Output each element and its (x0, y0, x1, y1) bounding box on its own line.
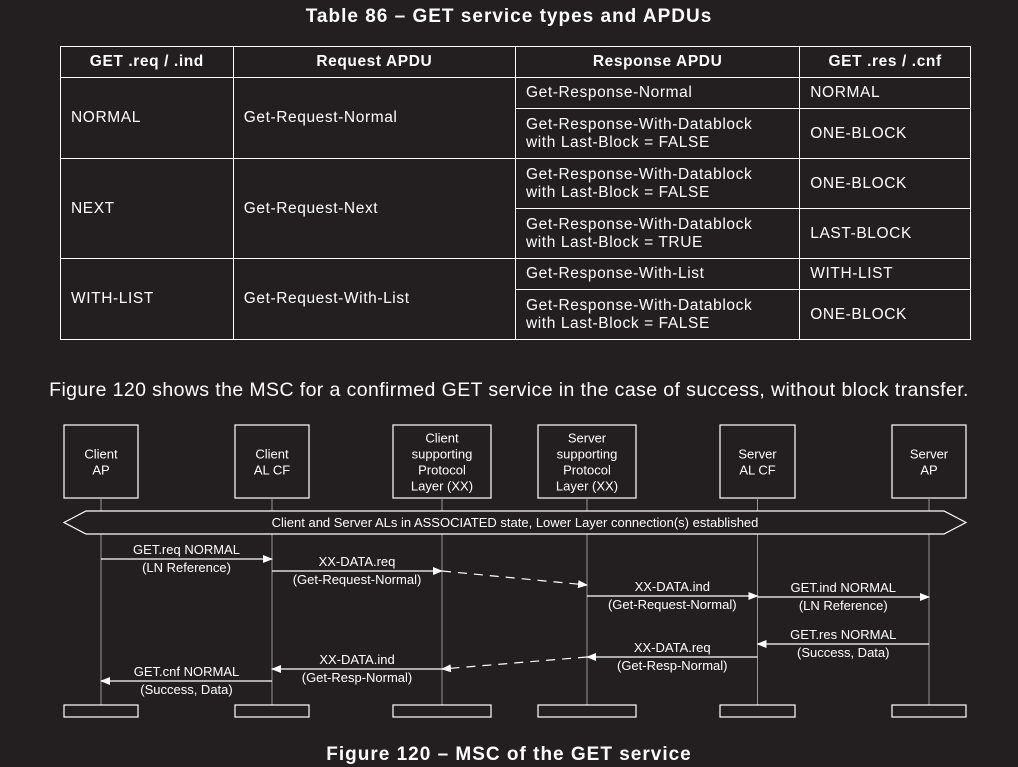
cnf-cell: ONE-BLOCK (799, 289, 971, 340)
table-row: WITH-LIST Get-Request-With-List Get-Resp… (60, 258, 971, 340)
message-param: (Success, Data) (140, 682, 232, 697)
actor-label: supporting (412, 447, 473, 462)
message-label: GET.cnf NORMAL (134, 664, 239, 679)
cnf-cell: LAST-BLOCK (799, 208, 971, 259)
actor-box (891, 424, 967, 499)
state-banner-shape (62, 510, 968, 535)
header-request-apdu: Request APDU (232, 46, 516, 78)
service-cell: NORMAL (60, 77, 234, 159)
actor-label: Server (568, 431, 607, 446)
message-param: (Get-Resp-Normal) (617, 658, 728, 673)
request-apdu-cell: Get-Request-With-List (232, 258, 516, 340)
message-2: XX-DATA.req (Get-Request-Normal) (272, 554, 443, 587)
actor-label: Protocol (418, 463, 466, 478)
lifeline-end-box (891, 704, 967, 718)
cnf-cell: WITH-LIST (799, 258, 971, 290)
figure-caption: Figure 120 – MSC of the GET service (326, 744, 692, 765)
actor-label: Server (910, 447, 949, 462)
message-label: XX-DATA.req (634, 640, 711, 655)
actor-label: supporting (557, 447, 618, 462)
lifeline-end-box (63, 704, 139, 718)
actor-label: Protocol (563, 463, 611, 478)
cnf-cell: ONE-BLOCK (799, 158, 971, 209)
message-param: (Get-Request-Normal) (608, 597, 737, 612)
message-6: GET.res NORMAL (Success, Data) (756, 627, 929, 660)
message-label: XX-DATA.ind (319, 652, 394, 667)
response-apdu-cell: Get-Response-With-List (514, 258, 801, 290)
header-response-apdu: Response APDU (514, 46, 801, 78)
message-10: GET.cnf NORMAL (Success, Data) (100, 664, 272, 697)
message-label: GET.req NORMAL (133, 542, 240, 557)
message-7: XX-DATA.req (Get-Resp-Normal) (586, 640, 758, 673)
message-param: (LN Reference) (142, 560, 231, 575)
request-apdu-cell: Get-Request-Normal (232, 77, 516, 159)
actor-label: Client (425, 431, 459, 446)
actor-label: Server (738, 447, 777, 462)
message-5: GET.ind NORMAL (LN Reference) (757, 580, 930, 613)
message-label: GET.ind NORMAL (791, 580, 896, 595)
actor-label: AL CF (254, 463, 290, 478)
table-caption: Table 86 – GET service types and APDUs (305, 6, 713, 27)
message-1: GET.req NORMAL (LN Reference) (101, 542, 273, 575)
lifeline-end-box (537, 704, 637, 718)
table-row: NORMAL Get-Request-Normal Get-Response-N… (60, 77, 971, 159)
get-service-table: GET .req / .ind Request APDU Response AP… (60, 46, 971, 340)
message-3 (441, 570, 588, 589)
response-apdu-cell: Get-Response-Normal (514, 77, 801, 109)
lifeline-end-box (234, 704, 310, 718)
message-label: GET.res NORMAL (790, 627, 896, 642)
actor-label: Layer (XX) (411, 479, 473, 494)
message-param: (Get-Request-Normal) (293, 572, 422, 587)
actor-label: AP (920, 463, 937, 478)
actor-box (63, 424, 139, 499)
message-param: (Success, Data) (797, 645, 889, 660)
actor-label: Layer (XX) (556, 479, 618, 494)
actor-label: AL CF (739, 463, 775, 478)
message-label: XX-DATA.req (319, 554, 396, 569)
intro-paragraph: Figure 120 shows the MSC for a confirmed… (49, 379, 969, 401)
header-res-cnf: GET .res / .cnf (799, 46, 971, 78)
actor-box (719, 424, 796, 499)
message-4: XX-DATA.ind (Get-Request-Normal) (587, 579, 759, 612)
table-header-row: GET .req / .ind Request APDU Response AP… (60, 46, 971, 78)
message-arrow (441, 656, 588, 673)
actor-box (234, 424, 310, 499)
state-banner: Client and Server ALs in ASSOCIATED stat… (62, 510, 968, 535)
message-8 (441, 656, 588, 673)
lifeline-end-box (392, 704, 492, 718)
header-req-ind: GET .req / .ind (60, 46, 234, 78)
message-9: XX-DATA.ind (Get-Resp-Normal) (271, 652, 442, 685)
message-arrow (441, 570, 588, 589)
actor-label: Client (255, 447, 289, 462)
actor-label: AP (92, 463, 109, 478)
table-row: NEXT Get-Request-Next Get-Response-With-… (60, 158, 971, 259)
cnf-cell: ONE-BLOCK (799, 108, 971, 159)
message-param: (Get-Resp-Normal) (302, 670, 413, 685)
message-label: XX-DATA.ind (635, 579, 710, 594)
message-param: (LN Reference) (799, 598, 888, 613)
cnf-cell: NORMAL (799, 77, 971, 109)
actor-label: Client (84, 447, 118, 462)
lifeline-end-box (719, 704, 796, 718)
state-banner-label: Client and Server ALs in ASSOCIATED stat… (272, 515, 759, 530)
